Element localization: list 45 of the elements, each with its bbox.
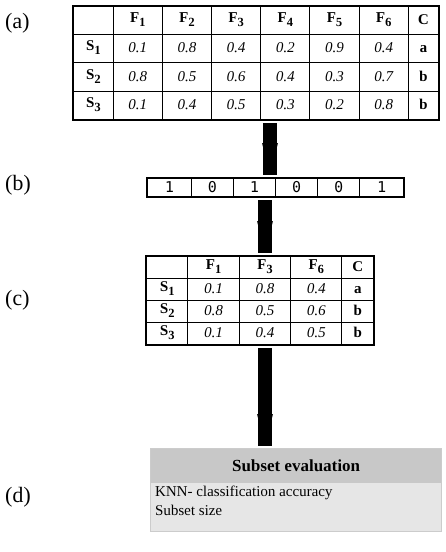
value-cell: 0.6 <box>211 62 261 92</box>
header-cell: F$_{6}$ <box>290 256 342 278</box>
panel-label: (b) <box>5 170 31 196</box>
panel-label: (d) <box>5 482 31 508</box>
value-cell: 0.5 <box>239 300 291 322</box>
block-arrow <box>257 200 273 253</box>
header-cell: F$_{2}$ <box>162 6 212 35</box>
header-cell: F$_{4}$ <box>260 6 310 35</box>
data-table <box>72 5 440 121</box>
header-cell: F$_{6}$ <box>359 6 408 35</box>
value-cell: 0.4 <box>211 34 261 63</box>
list-item: Subset size <box>154 502 224 521</box>
header-cell: F$_{1}$ <box>113 6 162 35</box>
value-cell: 0.4 <box>359 34 408 63</box>
block-arrow <box>262 123 278 175</box>
header-cell: F$_{3}$ <box>239 256 291 278</box>
list-item: KNN- classification accuracy <box>154 483 334 502</box>
data-table <box>146 177 405 198</box>
value-cell: 0.5 <box>162 62 212 92</box>
value-cell: 0.7 <box>359 62 408 92</box>
value-cell: 0.8 <box>188 300 240 322</box>
value-cell: 0.1 <box>188 278 240 300</box>
value-cell: 0.9 <box>310 34 360 63</box>
data-table <box>145 255 375 346</box>
evaluation-panel <box>150 448 442 532</box>
block-arrow <box>257 348 273 446</box>
panel-heading: Subset evaluation <box>151 449 441 483</box>
header-cell: F$_{3}$ <box>211 6 261 35</box>
value-cell: 0.3 <box>310 62 360 92</box>
header-cell: F$_{1}$ <box>188 256 240 278</box>
value-cell: 0.8 <box>162 34 212 63</box>
value-cell: 0.4 <box>290 278 342 300</box>
header-cell: S$_{1}$ <box>73 34 114 63</box>
value-cell: 0.2 <box>260 34 310 63</box>
header-cell: F$_{5}$ <box>310 6 360 35</box>
header-cell: S$_{1}$ <box>146 278 188 300</box>
header-cell: S$_{2}$ <box>73 62 114 92</box>
value-cell: 0.4 <box>260 62 310 92</box>
panel-label: (c) <box>5 285 30 311</box>
value-cell: 0.8 <box>239 278 291 300</box>
header-cell: S$_{2}$ <box>146 300 188 322</box>
value-cell: 0.8 <box>113 62 162 92</box>
value-cell: 0.1 <box>113 34 162 63</box>
value-cell: 0.6 <box>290 300 342 322</box>
panel-label: (a) <box>5 8 30 34</box>
